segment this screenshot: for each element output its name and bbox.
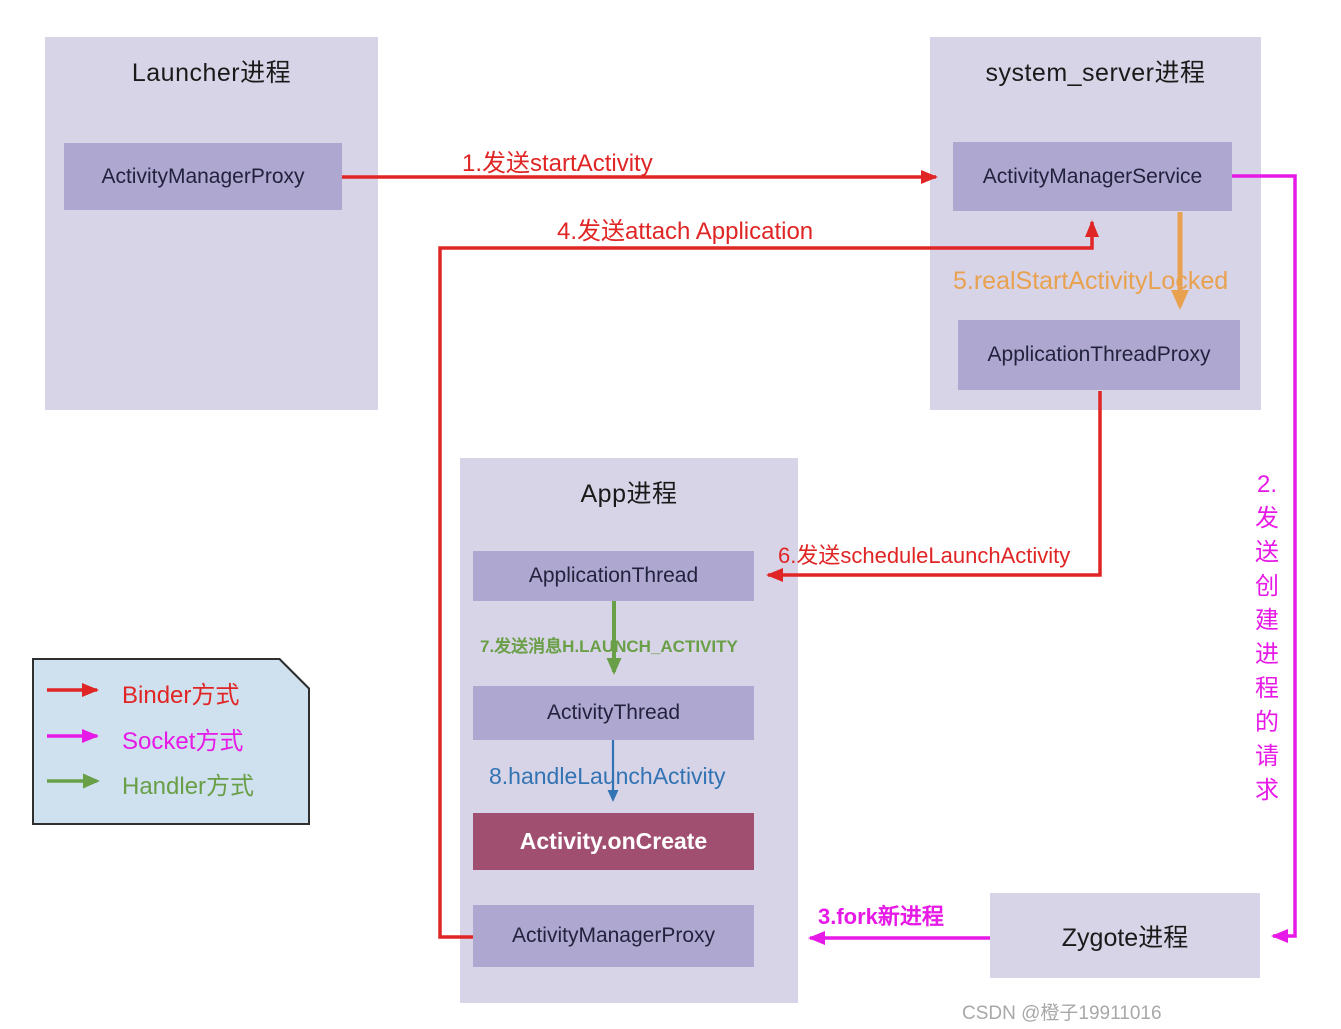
launcher-process-box: Launcher进程 — [45, 37, 378, 410]
app-process-title: App进程 — [580, 480, 678, 508]
legend-item-handler: Handler方式 — [122, 773, 255, 800]
launcher-activity-manager-proxy-node: ActivityManagerProxy — [64, 143, 342, 210]
app-activity-manager-proxy-node: ActivityManagerProxy — [473, 905, 754, 967]
activity-thread-node: ActivityThread — [473, 686, 754, 740]
step2-label: 2.发送创建进程的请求 — [1255, 471, 1279, 804]
step5-label: 5.realStartActivityLocked — [953, 267, 1229, 295]
step6-label: 6.发送scheduleLaunchActivity — [778, 543, 1071, 568]
legend-box — [32, 658, 310, 825]
step1-label: 1.发送startActivity — [462, 150, 653, 177]
activity-manager-service-node: ActivityManagerService — [953, 142, 1232, 211]
csdn-watermark: CSDN @橙子19911016 — [962, 1003, 1162, 1024]
legend-box-background — [34, 660, 308, 823]
application-thread-node: ApplicationThread — [473, 551, 754, 601]
step8-label: 8.handleLaunchActivity — [489, 763, 726, 789]
zygote-process-box: Zygote进程 — [990, 893, 1260, 978]
legend-item-socket: Socket方式 — [122, 728, 244, 755]
launcher-process-title: Launcher进程 — [131, 59, 292, 87]
system-server-process-title: system_server进程 — [985, 59, 1206, 87]
application-thread-proxy-node: ApplicationThreadProxy — [958, 320, 1240, 390]
zygote-process-title: Zygote进程 — [1061, 923, 1189, 952]
step7-label: 7.发送消息H.LAUNCH_ACTIVITY — [480, 637, 738, 656]
step4-label: 4.发送attach Application — [557, 218, 814, 245]
activity-oncreate-node: Activity.onCreate — [473, 813, 754, 870]
legend-item-binder: Binder方式 — [122, 682, 240, 709]
step3-label: 3.fork新进程 — [818, 904, 944, 929]
